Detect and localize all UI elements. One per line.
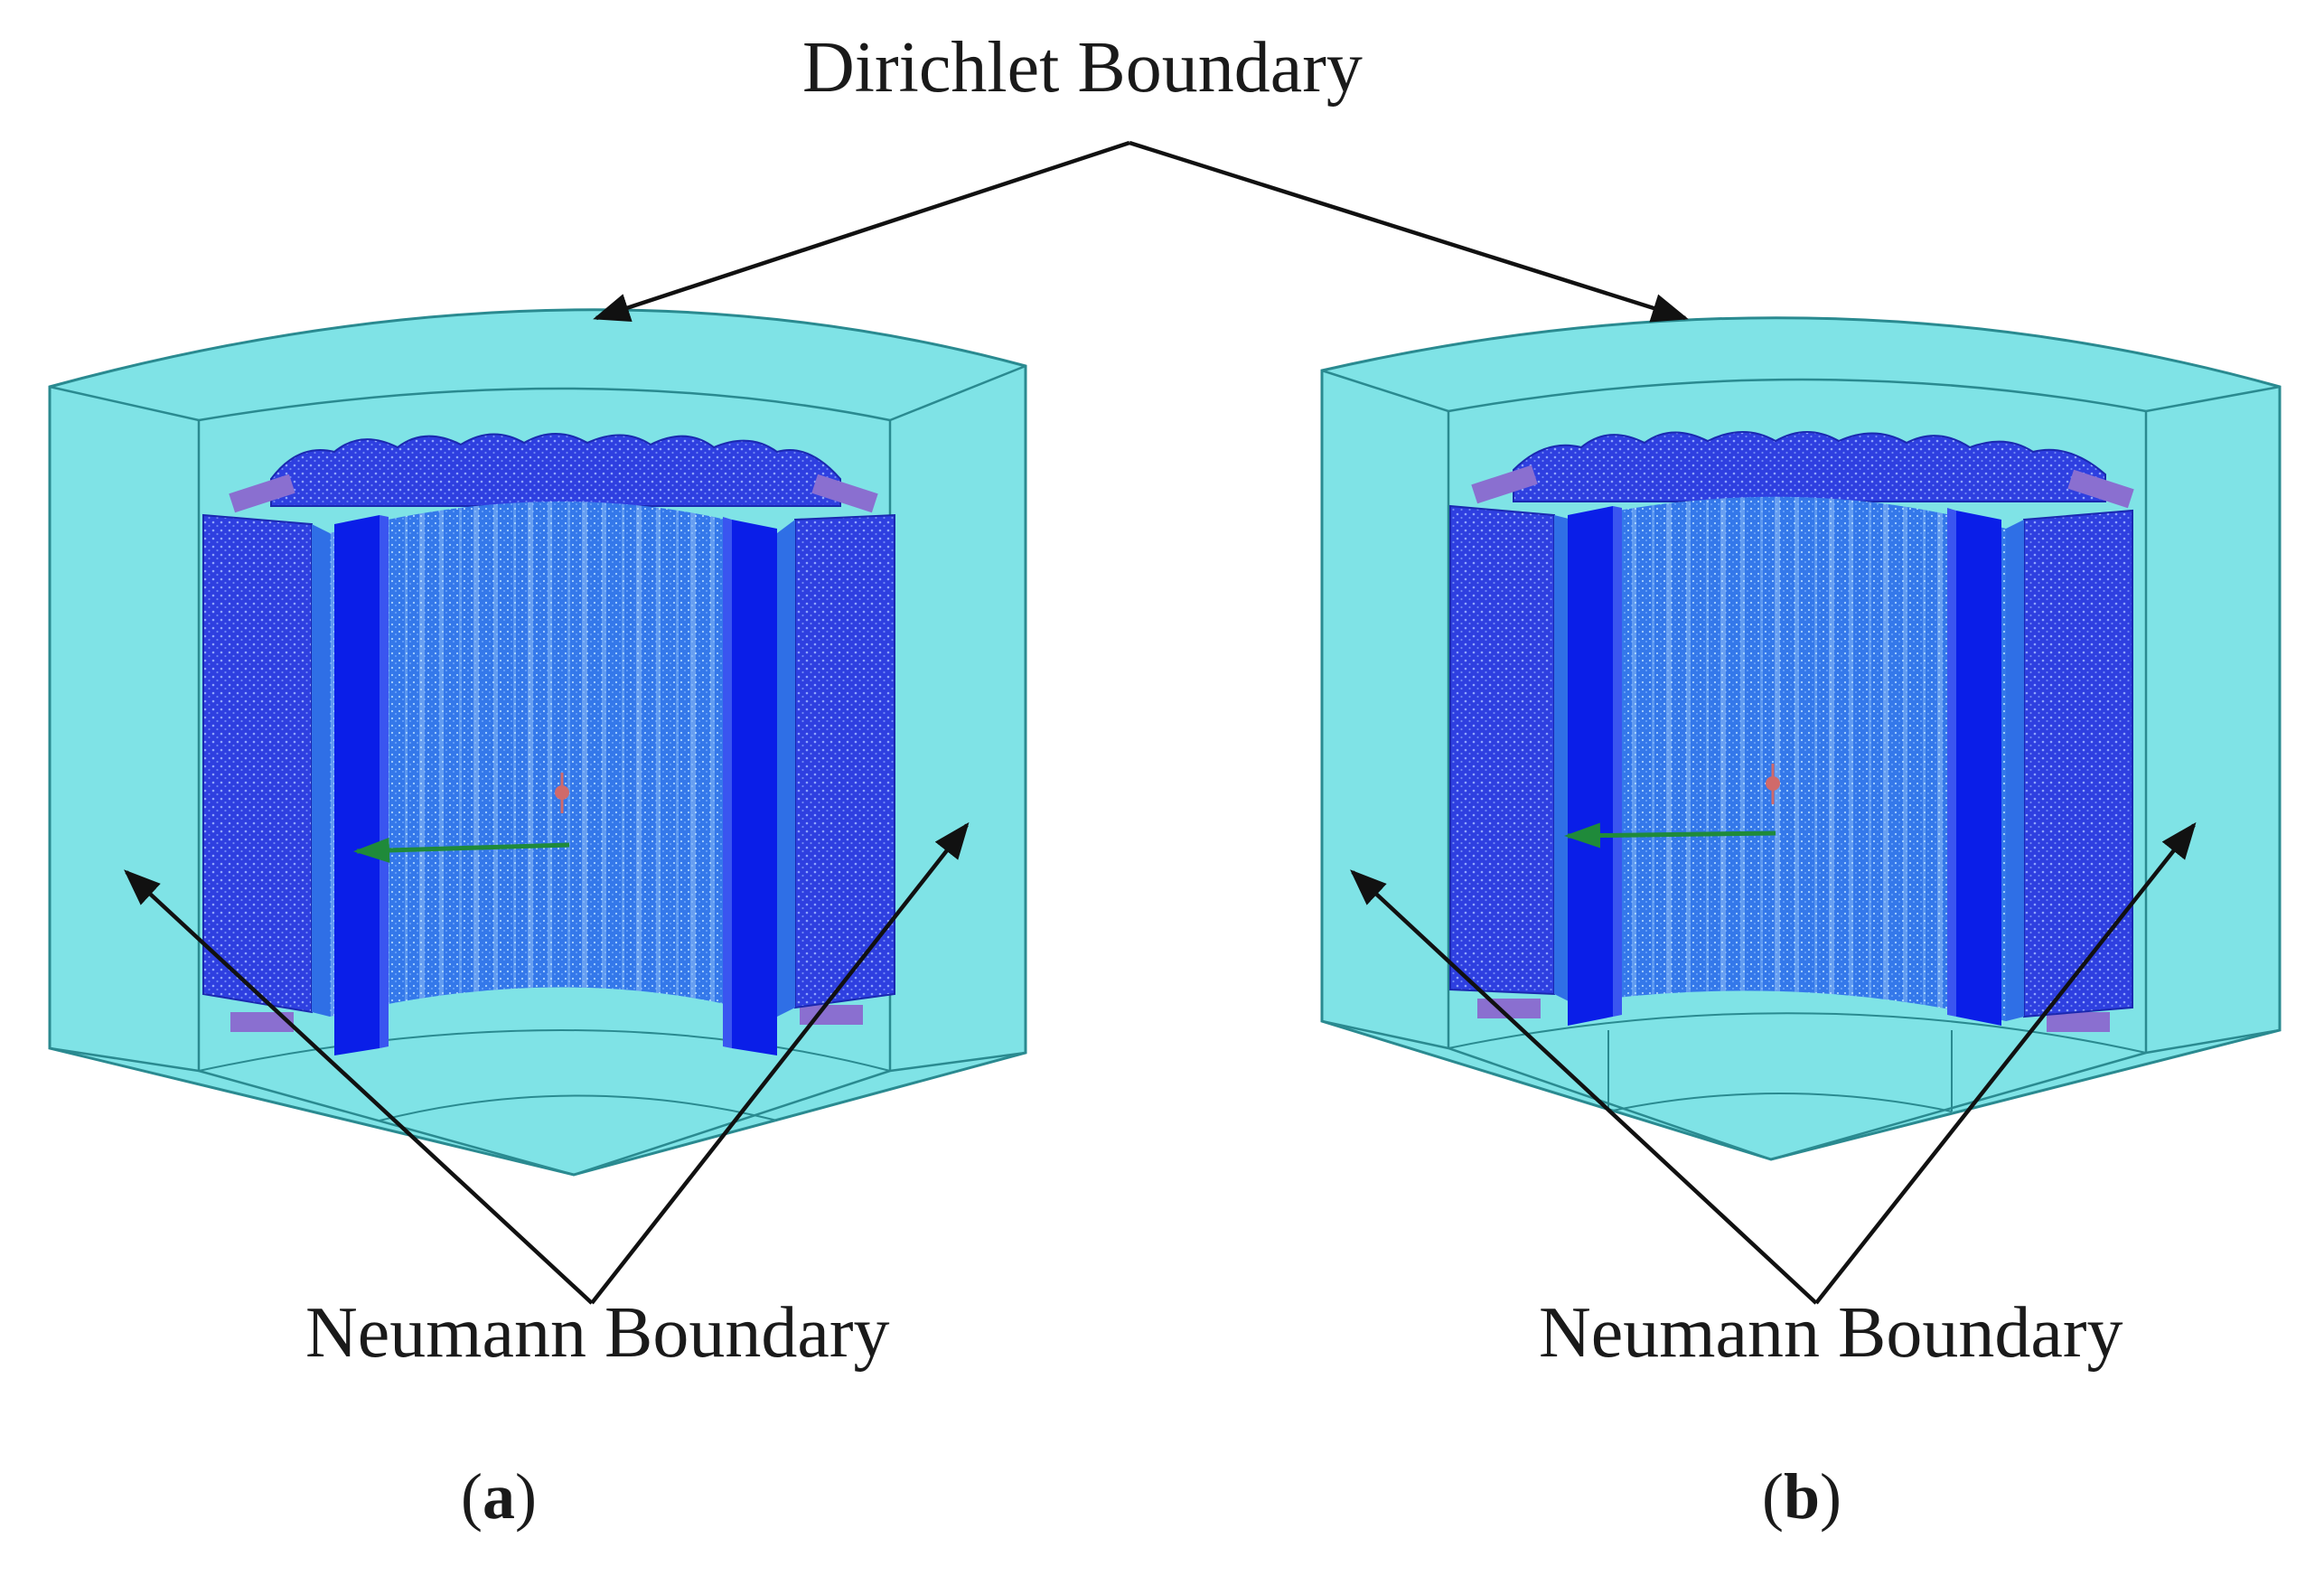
model-a [48,308,1027,1177]
neumann-arrows-b [1350,821,2197,1305]
model-b [1320,316,2282,1161]
panel-label-a: (a) [461,1460,537,1533]
neumann-arrows-a [124,821,970,1305]
neumann-label-a: Neumann Boundary [305,1293,890,1373]
panel-label-b: (b) [1762,1460,1842,1533]
dirichlet-arrows [593,140,1689,323]
dirichlet-label: Dirichlet Boundary [802,28,1363,108]
neumann-label-b: Neumann Boundary [1539,1293,2123,1373]
